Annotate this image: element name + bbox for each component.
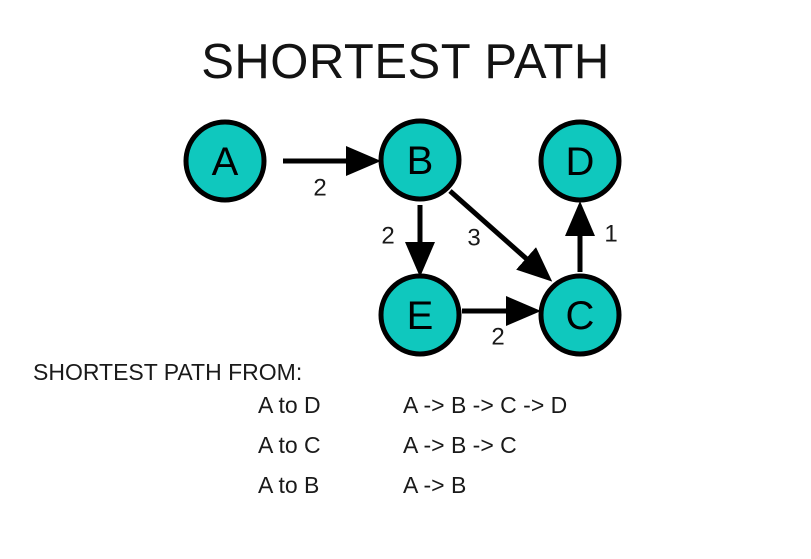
legend-row: A to C A -> B -> C [258,432,793,472]
legend-row: A to B A -> B [258,472,793,512]
graph-node-c[interactable]: C [538,273,622,357]
edge-e-to-c: 2 [462,296,542,351]
legend-path: A -> B -> C [403,432,517,458]
legend-path: A -> B -> C -> D [403,392,568,418]
edge-b-to-c-line [448,189,553,282]
legend-pair: A to B [258,472,320,498]
edge-a-to-b: 2 [283,146,382,202]
edge-weight-b-c: 3 [467,225,480,252]
edge-weight-a-b: 2 [313,175,326,202]
edge-weight-c-d: 1 [604,221,617,248]
shortest-path-legend: SHORTEST PATH FROM: A to D A -> B -> C -… [33,358,793,512]
node-b-circle[interactable] [378,118,462,202]
node-c-circle[interactable] [538,273,622,357]
node-a-circle[interactable] [183,119,267,203]
edge-b-to-c: 3 [448,189,553,282]
node-b-label: B [407,139,434,183]
edge-weight-e-c: 2 [491,324,504,351]
legend-heading: SHORTEST PATH FROM: [33,359,303,385]
graph-node-e[interactable]: E [378,273,462,357]
page-title: SHORTEST PATH [201,35,610,89]
legend-pair: A to C [258,432,321,458]
edge-weight-b-e: 2 [381,223,394,250]
legend-row: A to D A -> B -> C -> D [258,392,793,432]
graph-node-d[interactable]: D [538,119,622,203]
node-d-label: D [566,140,595,184]
graph-node-a[interactable]: A [183,119,267,203]
edge-c-to-d: 1 [565,200,618,272]
legend-pair: A to D [258,392,321,418]
node-a-label: A [212,140,239,184]
node-e-circle[interactable] [378,273,462,357]
edge-b-to-e: 2 [381,205,435,278]
node-c-label: C [566,294,595,338]
node-d-circle[interactable] [538,119,622,203]
node-e-label: E [407,294,434,338]
graph-node-b[interactable]: B [378,118,462,202]
legend-path: A -> B [403,472,467,498]
